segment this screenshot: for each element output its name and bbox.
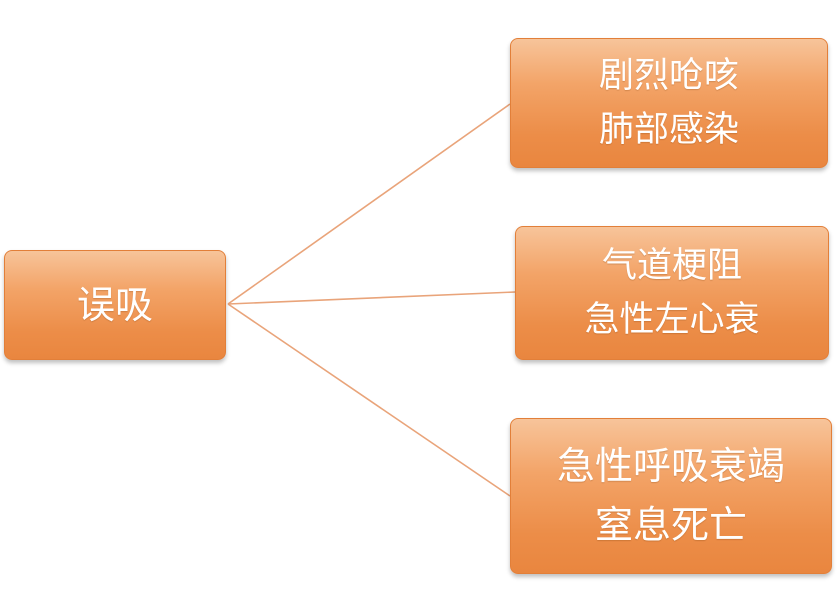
child-node-2-line-2: 窒息死亡 xyxy=(594,503,747,547)
root-node-aspiration: 误吸 xyxy=(4,250,226,360)
connector-root-to-child-2 xyxy=(227,303,511,497)
connector-root-to-child-1 xyxy=(227,291,516,305)
child-node-airway-heart: 气道梗阻 急性左心衰 xyxy=(515,226,829,360)
connector-root-to-child-0 xyxy=(227,103,511,305)
child-node-2-line-1: 急性呼吸衰竭 xyxy=(556,444,785,489)
child-node-1-line-2: 急性左心衰 xyxy=(584,300,760,340)
child-node-0-line-1: 剧烈呛咳 xyxy=(598,55,739,96)
child-node-cough-infection: 剧烈呛咳 肺部感染 xyxy=(510,38,828,168)
child-node-respiratory-asphyxia: 急性呼吸衰竭 窒息死亡 xyxy=(510,418,832,574)
child-node-0-line-2: 肺部感染 xyxy=(598,110,739,150)
child-node-1-line-1: 气道梗阻 xyxy=(601,245,742,286)
root-node-label: 误吸 xyxy=(76,282,153,327)
